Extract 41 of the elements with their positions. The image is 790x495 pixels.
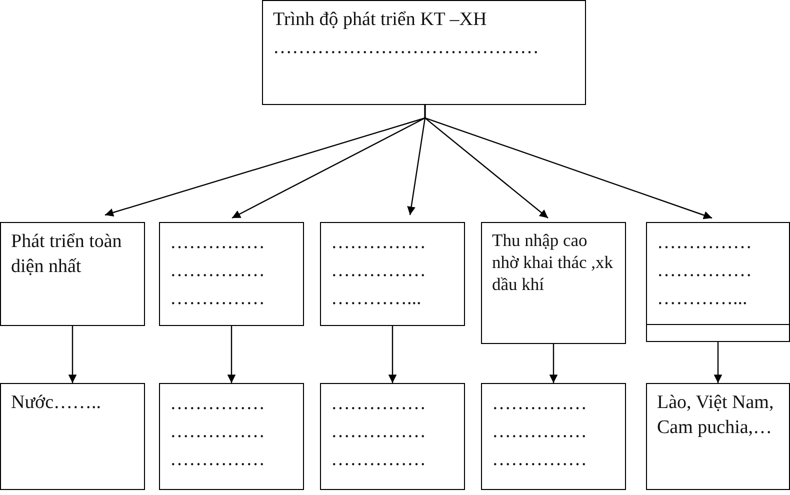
arrow xyxy=(424,105,712,220)
fill-in-line: …………………………………… xyxy=(273,36,540,60)
arrow xyxy=(68,326,77,383)
fill-in-line: …………… xyxy=(170,448,266,472)
box-text: Lào, Việt Nam, Cam puchia,… xyxy=(657,391,775,440)
fill-in-line: …………… xyxy=(492,392,588,416)
fill-in-line: …………… xyxy=(331,392,427,416)
fill-in-line: …………... xyxy=(331,287,422,311)
box-text: Nước…….. xyxy=(11,391,102,415)
arrow xyxy=(549,344,558,383)
fill-in-line: …………… xyxy=(331,231,427,255)
text-box xyxy=(159,383,304,490)
fill-in-line: …………… xyxy=(170,420,266,444)
text-box xyxy=(0,222,145,326)
box-text: Phát triển toàn diện nhất xyxy=(11,230,123,279)
fill-in-line: …………… xyxy=(170,392,266,416)
arrow xyxy=(227,326,236,383)
fill-in-line: …………… xyxy=(170,259,266,283)
fill-in-line: …………… xyxy=(331,420,427,444)
fill-in-line: …………… xyxy=(331,448,427,472)
text-box xyxy=(646,222,790,342)
arrow xyxy=(388,326,397,383)
text-box xyxy=(320,222,465,326)
text-box xyxy=(646,383,790,490)
arrow xyxy=(714,342,722,383)
text-box xyxy=(481,222,626,344)
fill-in-line: …………… xyxy=(657,259,753,283)
text-box xyxy=(320,383,465,490)
text-box xyxy=(262,0,586,105)
box-text: Thu nhập cao nhờ khai thác ,xk dầu khí xyxy=(492,229,614,295)
fill-in-line: …………… xyxy=(331,259,427,283)
text-box xyxy=(159,222,304,326)
fill-in-line: …………… xyxy=(657,231,753,255)
fill-in-line: …………... xyxy=(657,287,748,311)
text-box xyxy=(0,383,145,490)
fill-in-line: …………… xyxy=(492,448,588,472)
fill-in-line: …………… xyxy=(170,287,266,311)
fill-in-line: …………… xyxy=(170,231,266,255)
box-text: Trình độ phát triển KT –XH xyxy=(273,8,488,32)
text-box xyxy=(481,383,626,490)
fill-in-line: …………… xyxy=(492,420,588,444)
